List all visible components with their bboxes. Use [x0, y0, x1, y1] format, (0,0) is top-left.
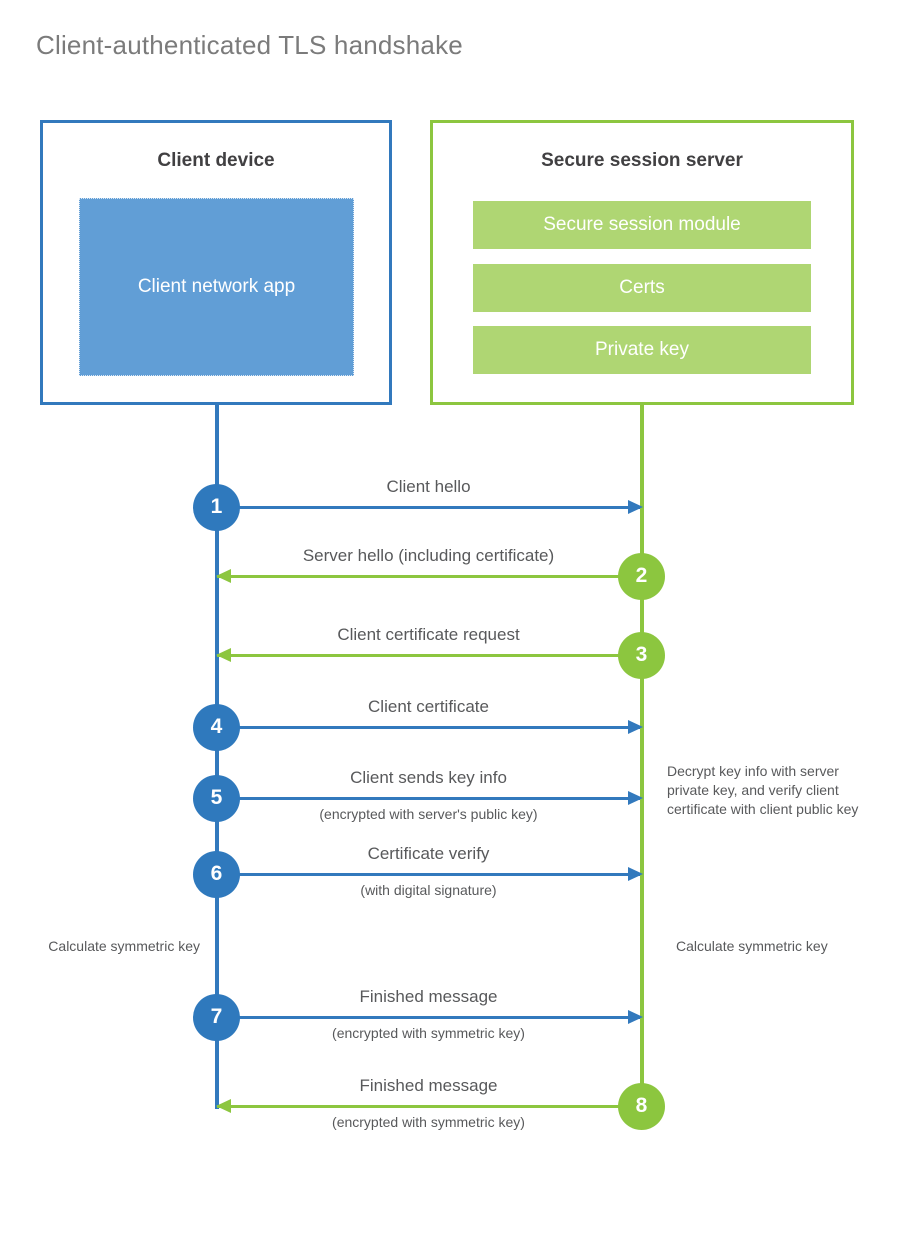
arrow-head-right-icon: [628, 720, 643, 734]
arrow-head-right-icon: [628, 1010, 643, 1024]
message-arrow-2: [217, 575, 640, 578]
client-device-title: Client device: [157, 150, 275, 171]
secure-session-server-title: Secure session server: [541, 150, 743, 171]
client-lifeline: [215, 403, 219, 1109]
message-label-5: Client sends key info: [350, 768, 507, 787]
secure-session-server-box: Secure session server Secure session mod…: [430, 120, 854, 405]
step-circle-4: 4: [193, 703, 240, 751]
message-label-2: Server hello (including certificate): [302, 546, 555, 565]
server-module-private-key: Private key: [473, 326, 811, 374]
arrow-head-left-icon: [216, 1099, 231, 1113]
message-arrow-6: [217, 873, 640, 876]
arrow-head-left-icon: [216, 569, 231, 583]
page-title: Client-authenticated TLS handshake: [36, 30, 463, 60]
message-label-1: Client hello: [386, 477, 471, 496]
message-arrow-5: [217, 797, 640, 800]
message-sub-6: (with digital signature): [360, 882, 497, 898]
arrow-head-right-icon: [628, 500, 643, 514]
step-circle-5: 5: [193, 774, 240, 822]
message-arrow-4: [217, 726, 640, 729]
step-circle-2: 2: [618, 552, 665, 600]
message-sub-8: (encrypted with symmetric key): [332, 1114, 525, 1130]
message-arrow-7: [217, 1016, 640, 1019]
step-circle-3: 3: [618, 631, 665, 679]
server-module-certs: Certs: [473, 264, 811, 312]
message-label-4: Client certificate: [368, 697, 489, 716]
annotation-client-calculate-symmetric-key: Calculate symmetric key: [48, 938, 200, 954]
arrow-head-right-icon: [628, 867, 643, 881]
arrow-head-right-icon: [628, 791, 643, 805]
step-circle-6: 6: [193, 850, 240, 898]
message-label-8: Finished message: [359, 1076, 498, 1095]
server-module-secure-session-module: Secure session module: [473, 201, 811, 249]
message-sub-5: (encrypted with server's public key): [319, 806, 538, 822]
step-circle-8: 8: [618, 1082, 665, 1130]
server-lifeline: [640, 403, 644, 1109]
message-label-3: Client certificate request: [337, 625, 520, 644]
client-device-box: Client device Client network app: [40, 120, 392, 405]
arrow-head-left-icon: [216, 648, 231, 662]
annotation-server-decrypt: Decrypt key info with server private key…: [667, 763, 859, 817]
message-arrow-8: [217, 1105, 640, 1108]
message-sub-7: (encrypted with symmetric key): [332, 1025, 525, 1041]
message-label-7: Finished message: [359, 987, 498, 1006]
annotation-server-calculate-symmetric-key: Calculate symmetric key: [676, 938, 828, 954]
message-arrow-3: [217, 654, 640, 657]
message-label-6: Certificate verify: [367, 844, 490, 863]
message-arrow-1: [217, 506, 640, 509]
client-network-app-box: Client network app: [79, 198, 354, 376]
step-circle-7: 7: [193, 993, 240, 1041]
step-circle-1: 1: [193, 483, 240, 531]
